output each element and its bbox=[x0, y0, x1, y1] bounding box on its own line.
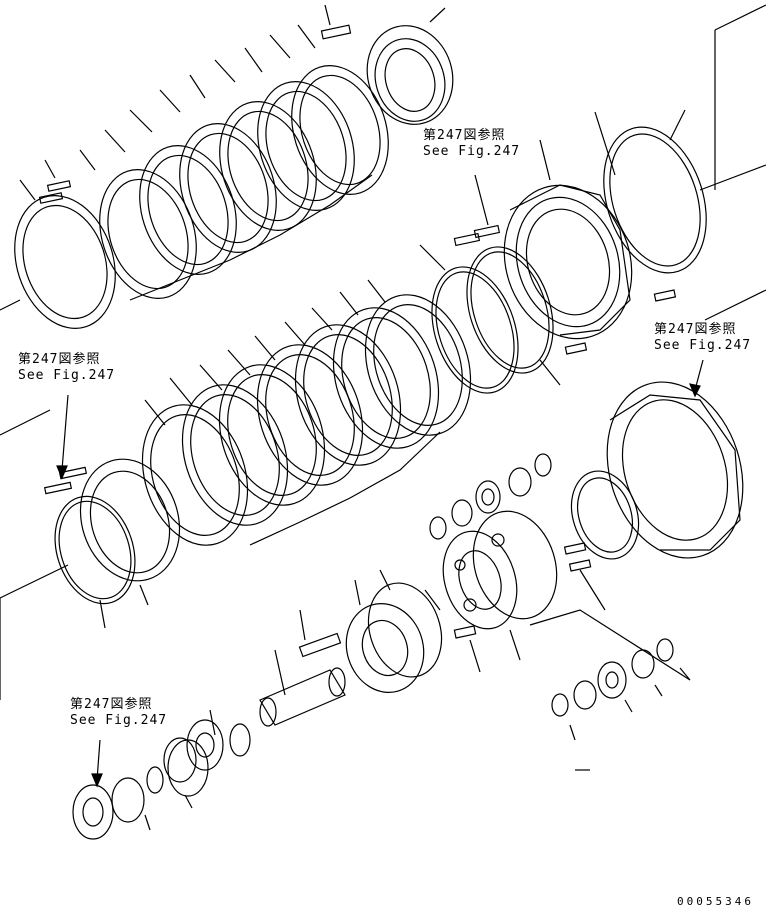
reference-note-right: 第247図参照 See Fig.247 bbox=[654, 322, 751, 354]
lower-bearings bbox=[72, 709, 251, 840]
reference-note-jp: 第247図参照 bbox=[654, 322, 737, 337]
reference-note-en: See Fig.247 bbox=[423, 144, 521, 159]
lower-ring-gear bbox=[43, 394, 181, 629]
lower-clutch-disc bbox=[364, 294, 472, 436]
upper-clutch-disc bbox=[257, 81, 355, 211]
reference-note-jp: 第247図参照 bbox=[18, 352, 101, 367]
upper-clutch-disc bbox=[14, 195, 116, 329]
upper-housing bbox=[453, 4, 766, 355]
right-pins bbox=[563, 542, 606, 611]
piston-plate bbox=[345, 569, 443, 693]
middle-seal-rings bbox=[419, 244, 561, 394]
upper-clutch-disc bbox=[291, 65, 389, 195]
reference-note-en: See Fig.247 bbox=[654, 338, 752, 353]
reference-note-bottom: 第247図参照 See Fig.247 bbox=[70, 697, 167, 729]
reference-note-en: See Fig.247 bbox=[18, 368, 116, 383]
planet-carrier bbox=[442, 510, 558, 673]
upper-pins bbox=[38, 180, 72, 204]
upper-clutch-disc bbox=[139, 145, 237, 275]
lower-clutch-pack bbox=[141, 279, 472, 546]
upper-clutch-disc bbox=[219, 101, 317, 231]
upper-clutch-pack bbox=[14, 24, 389, 329]
reference-note-jp: 第247図参照 bbox=[70, 697, 153, 712]
right-carrier-housing bbox=[570, 289, 766, 560]
left-leader-lines bbox=[0, 299, 69, 700]
planet-gears bbox=[429, 453, 691, 741]
diagram-id: 00055346 bbox=[677, 895, 754, 908]
upper-clutch-disc bbox=[179, 123, 277, 253]
reference-note-en: See Fig.247 bbox=[70, 713, 168, 728]
lower-clutch-disc bbox=[181, 384, 289, 526]
input-shaft bbox=[259, 609, 346, 727]
lower-clutch-disc bbox=[218, 364, 326, 506]
reference-note-jp: 第247図参照 bbox=[423, 128, 506, 143]
upper-ring-gear bbox=[320, 4, 454, 125]
reference-note-left: 第247図参照 See Fig.247 bbox=[18, 352, 115, 384]
reference-note-top: 第247図参照 See Fig.247 bbox=[423, 128, 520, 160]
lower-clutch-disc bbox=[141, 404, 249, 546]
lower-clutch-disc bbox=[332, 307, 440, 449]
lower-clutch-disc bbox=[294, 324, 402, 466]
